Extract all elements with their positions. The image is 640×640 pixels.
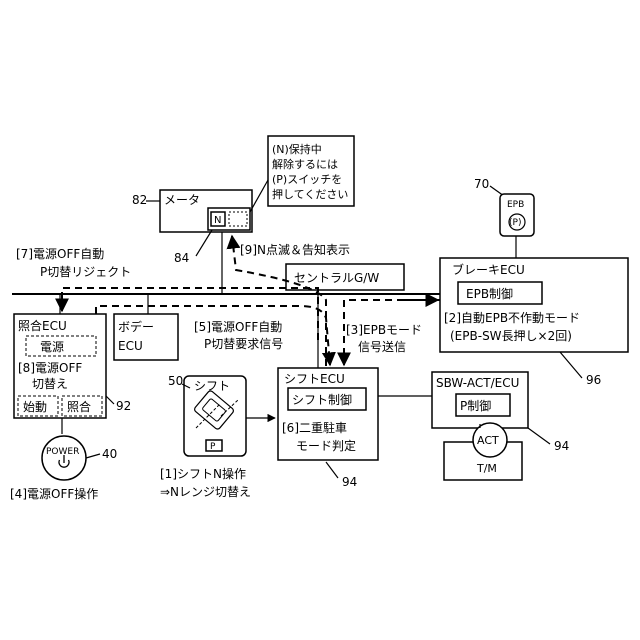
epb-switch-ref: 70: [474, 177, 489, 191]
power-ecu-verify: 照合: [67, 399, 91, 414]
shift-ecu-control: シフト制御: [292, 392, 352, 407]
power-button: POWER 40: [42, 418, 117, 480]
power-button-label: POWER: [46, 447, 79, 457]
step5-label-line2: P切替要求信号: [204, 337, 283, 351]
sbw-ecu-control: P制御: [460, 398, 491, 413]
shift-ecu: シフトECU シフト制御 [6]二重駐車 モード判定 94: [278, 368, 378, 489]
meter-message-line2: 解除するには: [272, 157, 338, 171]
epb-switch: 70 EPB (P): [474, 177, 534, 236]
actuator-label: ACT: [477, 434, 499, 447]
brake-ecu-ref: 96: [586, 373, 601, 387]
shift-lever-unit: シフト 50 P: [168, 374, 246, 456]
step7-label-line1: [7]電源OFF自動: [16, 247, 104, 261]
shift-lever-ref: 50: [168, 374, 183, 388]
body-ecu-label-line2: ECU: [118, 339, 143, 353]
meter-n-indicator: N: [214, 215, 221, 226]
step5-label-line1: [5]電源OFF自動: [194, 320, 282, 334]
step7-label-line2: P切替リジェクト: [40, 265, 131, 279]
meter-label: メータ: [164, 193, 200, 207]
power-ecu-ref: 92: [116, 399, 131, 413]
power-ecu-power: 電源: [40, 340, 64, 354]
sbw-ecu-ref: 94: [554, 439, 569, 453]
epb-switch-symbol: (P): [509, 218, 521, 228]
step1-label-line1: [1]シフトN操作: [160, 466, 246, 481]
brake-ecu-control: EPB制御: [466, 286, 513, 301]
shift-ecu-step6-line1: [6]二重駐車: [282, 420, 347, 435]
brake-ecu-mode: [2]自動EPB不作動モード: [444, 311, 580, 325]
epb-switch-label: EPB: [507, 200, 524, 210]
meter-message-line1: (N)保持中: [272, 142, 322, 156]
brake-ecu: ブレーキECU EPB制御 [2]自動EPB不作動モード (EPB-SW長押し×…: [440, 258, 628, 387]
power-ecu-start: 始動: [23, 400, 47, 414]
body-ecu-label-line1: ボデー: [118, 319, 154, 334]
brake-ecu-mode-detail: (EPB-SW長押し×2回): [450, 329, 572, 343]
shift-p-button-label: P: [210, 442, 216, 452]
transmission-label: T/M: [476, 462, 497, 475]
step3-label-line2: 信号送信: [358, 339, 406, 354]
step1-label-line2: ⇒Nレンジ切替え: [160, 485, 251, 499]
step4-label: [4]電源OFF操作: [10, 486, 98, 501]
shift-ecu-label: シフトECU: [284, 372, 345, 386]
central-gateway: セントラルG/W: [286, 264, 404, 290]
brake-ecu-label: ブレーキECU: [452, 262, 525, 277]
step9-label: [9]N点滅＆告知表示: [240, 243, 350, 257]
meter-display-ref: 84: [174, 251, 189, 265]
power-ecu-step8-line1: [8]電源OFF: [18, 361, 82, 375]
meter-ref: 82: [132, 193, 147, 207]
step3-label-line1: [3]EPBモード: [346, 323, 422, 337]
transmission-actuator: ACT T/M: [444, 423, 522, 480]
central-gw-label: セントラルG/W: [294, 271, 379, 285]
shift-ecu-ref: 94: [342, 475, 357, 489]
meter-message-line4: 押してください: [272, 187, 348, 201]
body-ecu: ボデー ECU: [114, 314, 178, 360]
sbw-ecu-label: SBW-ACT/ECU: [436, 376, 519, 390]
shift-ecu-step6-line2: モード判定: [296, 438, 356, 453]
power-ecu-label: 照合ECU: [18, 318, 67, 333]
power-button-ref: 40: [102, 447, 117, 461]
meter-message-line3: (P)スイッチを: [272, 173, 342, 186]
power-ecu-step8-line2: 切替え: [32, 377, 68, 391]
